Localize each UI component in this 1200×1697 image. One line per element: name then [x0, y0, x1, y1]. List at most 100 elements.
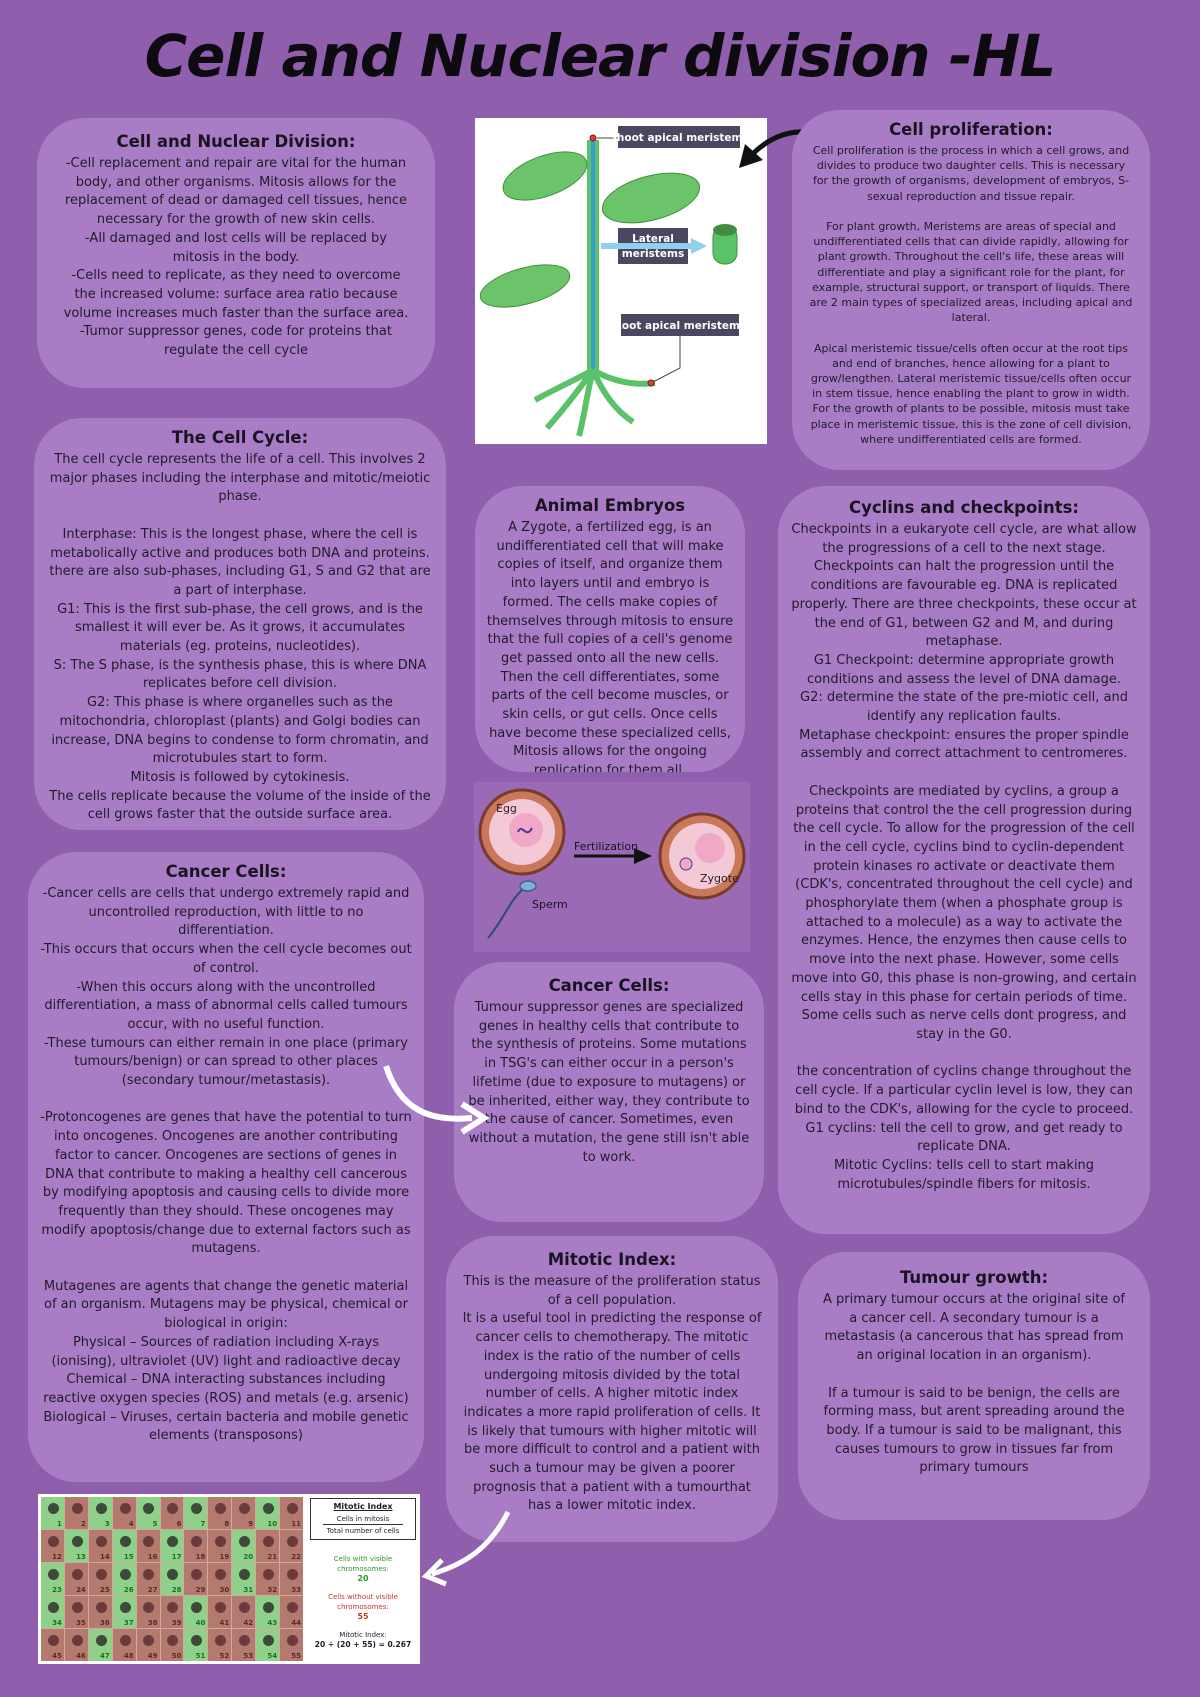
cell-number: 4 [128, 1520, 134, 1528]
cell-tile: 27 [136, 1563, 160, 1595]
cell-tile: 3 [88, 1497, 112, 1529]
cell-tile: 12 [41, 1530, 64, 1562]
mitotic-index-heading: Mitotic Index: [547, 1250, 677, 1269]
cell-proliferation-text: Cell proliferation is the process in whi… [809, 144, 1133, 446]
cyclins-box: Cyclins and checkpoints: Checkpoints in … [778, 486, 1150, 1234]
cell-number: 17 [171, 1553, 182, 1561]
egg-label: Egg [496, 802, 517, 815]
shoot-label-bg [618, 126, 740, 148]
cell-nucleus [263, 1602, 275, 1614]
cell-proliferation-box: Cell proliferation: Cell proliferation i… [792, 110, 1150, 470]
cell-number: 50 [171, 1652, 182, 1660]
plant-svg: Shoot apical meristems Lateral meristems… [479, 126, 749, 437]
cell-number: 49 [147, 1652, 158, 1660]
cell-nucleus [191, 1602, 203, 1614]
cell-number: 22 [291, 1553, 301, 1561]
cell-number: 30 [219, 1586, 230, 1594]
cell-tile: 55 [280, 1629, 303, 1661]
cell-number: 39 [171, 1619, 182, 1627]
visible-label: Cells with visible chromosomes: [333, 1555, 393, 1573]
cell-nucleus [239, 1635, 251, 1647]
mitotic-arrow-icon [421, 1510, 511, 1587]
cell-tile: 41 [208, 1596, 232, 1628]
cell-nucleus [263, 1569, 275, 1581]
cell-nucleus [191, 1635, 203, 1647]
cell-tile: 31 [232, 1563, 256, 1595]
mitotic-index-box: Mitotic Index: This is the measure of th… [446, 1236, 778, 1542]
cell-nucleus [191, 1503, 203, 1515]
cell-number: 25 [99, 1586, 110, 1594]
sperm-head [519, 880, 537, 892]
animal-embryos-heading: Animal Embryos [534, 496, 686, 515]
cell-tile: 16 [136, 1530, 160, 1562]
cell-tile: 2 [64, 1497, 88, 1529]
cell-number: 27 [147, 1586, 158, 1594]
cell-tile: 30 [208, 1563, 232, 1595]
stem-cylinder-top [713, 224, 737, 236]
result-value: 20 ÷ (20 + 55) = 0.267 [314, 1640, 412, 1649]
cyclins-text: Checkpoints in a eukaryote cell cycle, a… [791, 522, 1137, 1192]
tumour-growth-box: Tumour growth: A primary tumour occurs a… [798, 1252, 1150, 1520]
cell-nucleus [239, 1569, 251, 1581]
cell-tile: 53 [232, 1629, 256, 1661]
mitotic-index-text: This is the measure of the proliferation… [462, 1274, 762, 1514]
cell-nucleus [71, 1569, 83, 1581]
cell-number: 42 [243, 1619, 254, 1627]
zygote-nucleus-small [679, 857, 693, 871]
cell-nucleus [239, 1602, 251, 1614]
cell-nucleus [263, 1635, 275, 1647]
cell-nucleus [47, 1503, 59, 1515]
cell-number: 38 [147, 1619, 158, 1627]
cell-nucleus [215, 1569, 227, 1581]
cell-tile: 28 [160, 1563, 184, 1595]
cell-number: 9 [248, 1520, 254, 1528]
cell-tile: 54 [256, 1629, 280, 1661]
cell-cycle-text: The cell cycle represents the life of a … [49, 452, 431, 823]
cell-tile: 14 [88, 1530, 112, 1562]
cell-tile: 18 [184, 1530, 208, 1562]
zygote-label: Zygote [700, 872, 739, 885]
cell-number: 36 [99, 1619, 110, 1627]
cell-cycle-box: The Cell Cycle: The cell cycle represent… [34, 418, 446, 830]
cell-tile: 23 [41, 1563, 64, 1595]
cell-tile: 5 [136, 1497, 160, 1529]
cell-tile: 21 [256, 1530, 280, 1562]
fertilization-arrow-head [634, 848, 652, 864]
cyclins-heading: Cyclins and checkpoints: [848, 498, 1080, 517]
cell-nucleus [215, 1635, 227, 1647]
visible-value: 20 [357, 1574, 369, 1583]
lateral-label-1: Lateral [632, 233, 674, 245]
root-label-bg [621, 314, 739, 336]
cancer-cells-tsg-box: Cancer Cells: Tumour suppressor genes ar… [454, 962, 764, 1222]
cell-number: 45 [52, 1652, 62, 1660]
cell-tile: 19 [208, 1530, 232, 1562]
plant-meristem-diagram: Shoot apical meristems Lateral meristems… [475, 118, 767, 444]
leaf-top-right [601, 172, 701, 224]
root-pointer [652, 336, 681, 383]
result-label: Mitotic Index: [339, 1631, 387, 1639]
cell-tile: 6 [160, 1497, 184, 1529]
cell-nucleus [143, 1602, 155, 1614]
cell-tile: 35 [64, 1596, 88, 1628]
cell-tile: 24 [64, 1563, 88, 1595]
cell-division-box: Cell and Nuclear Division: -Cell replace… [37, 118, 435, 388]
egg-nucleus [509, 813, 543, 847]
cell-nucleus [167, 1536, 179, 1548]
cell-nucleus [119, 1635, 131, 1647]
cell-tile: 44 [280, 1596, 303, 1628]
page-title: Cell and Nuclear division -HL [144, 22, 1057, 90]
cell-number: 46 [76, 1652, 86, 1660]
cell-tile: 52 [208, 1629, 232, 1661]
cell-tile: 37 [112, 1596, 136, 1628]
cell-number: 51 [195, 1652, 206, 1660]
cell-tile: 34 [41, 1596, 64, 1628]
cell-tile: 13 [64, 1530, 88, 1562]
fertilization-svg: Egg Fertilization Zygote Sperm [478, 788, 746, 939]
cell-tile: 26 [112, 1563, 136, 1595]
cell-proliferation-heading: Cell proliferation: [889, 120, 1053, 139]
cell-tile: 15 [112, 1530, 136, 1562]
cell-tile: 38 [136, 1596, 160, 1628]
root-label: Root apical meristems [614, 320, 746, 332]
cell-nucleus [47, 1569, 59, 1581]
cell-number: 26 [123, 1586, 134, 1594]
